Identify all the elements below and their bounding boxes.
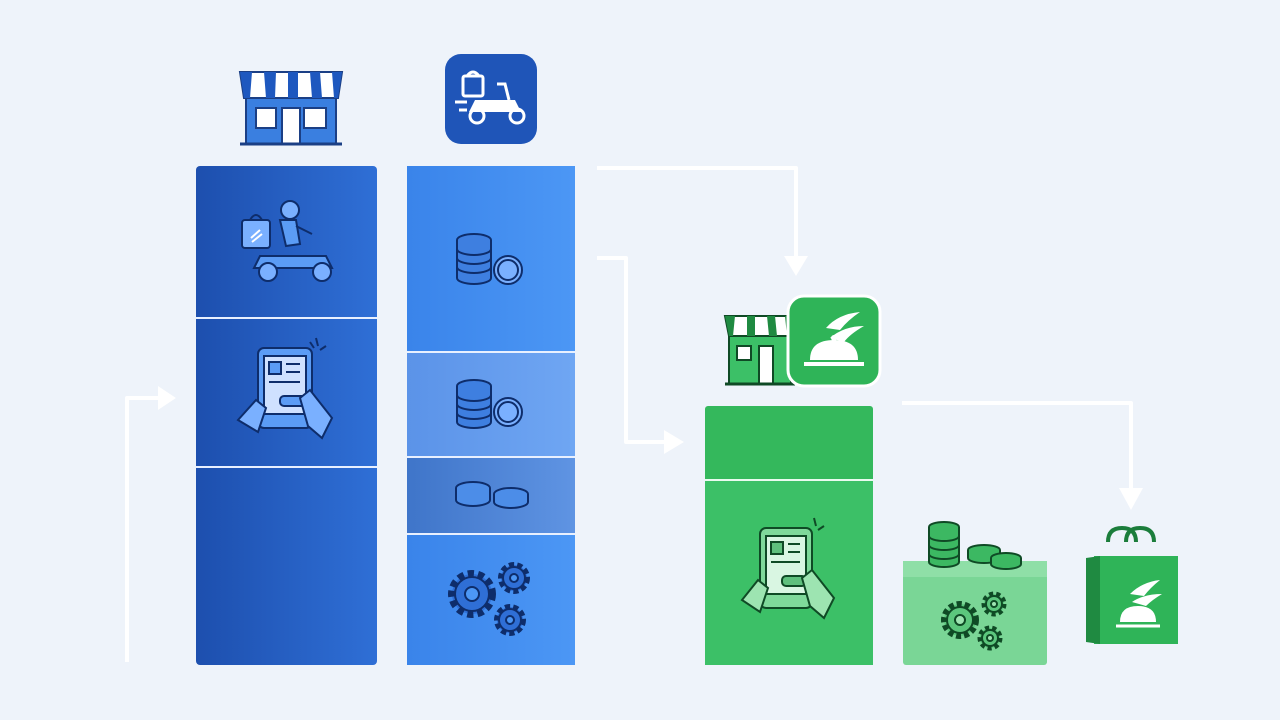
tablet-order-icon — [740, 517, 836, 620]
storefront-icon — [238, 71, 344, 146]
restaurant-app-icon — [786, 294, 882, 388]
storefront-icon — [723, 315, 797, 386]
coins-stack-icon — [456, 379, 523, 429]
tablet-order-icon — [236, 337, 334, 440]
delivery-app-icon — [445, 54, 537, 144]
gears-icon — [448, 562, 530, 636]
arrow-to-right-header — [597, 166, 798, 258]
shopping-bag-icon — [1086, 525, 1178, 644]
arrow-to-bag — [902, 401, 1133, 490]
gears-icon — [941, 591, 1007, 651]
arrow-head-right-header — [784, 256, 808, 276]
arrow-head-left — [158, 386, 176, 410]
coins-stack-icon — [456, 233, 523, 285]
arrow-head-bag — [1119, 488, 1143, 510]
coins-stack-icon — [928, 521, 1022, 570]
arrow-into-left-column — [125, 396, 160, 662]
arrow-head-right-column — [664, 430, 684, 454]
flow-arrows — [125, 166, 1143, 662]
delivery-rider-icon — [241, 200, 334, 282]
arrow-to-right-column — [597, 256, 666, 444]
coins-small-icon — [455, 481, 529, 509]
